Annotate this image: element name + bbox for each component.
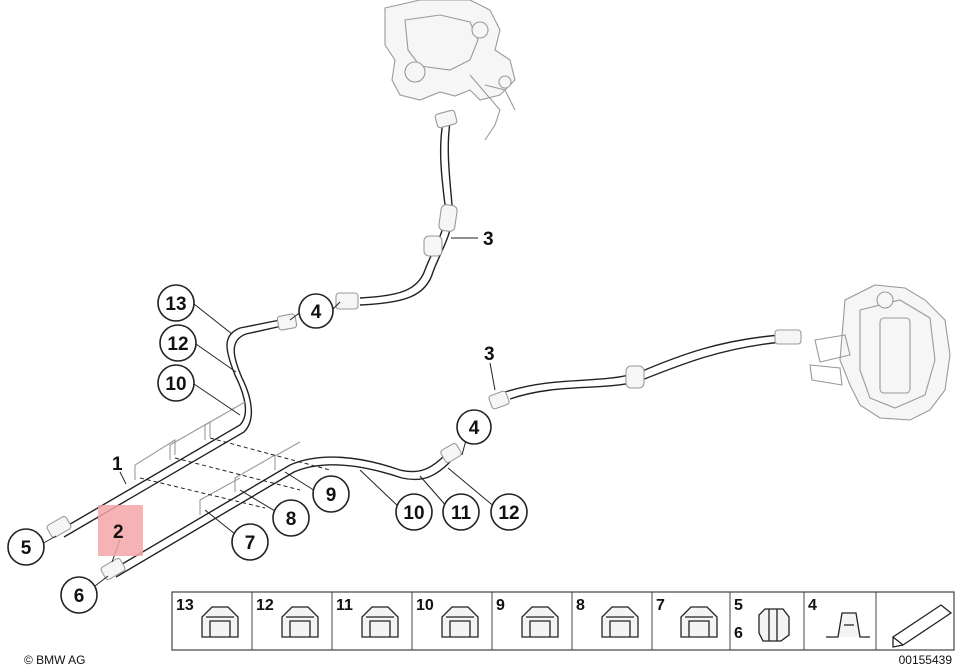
- svg-text:10: 10: [165, 374, 186, 395]
- svg-text:11: 11: [451, 503, 472, 524]
- callout-11[interactable]: 11: [442, 493, 480, 531]
- clip-icon-shape: [361, 606, 399, 638]
- clip-icon: [521, 606, 559, 638]
- parts-strip-cell-arrow[interactable]: [875, 592, 953, 650]
- union-nut-6: [100, 557, 126, 581]
- arrow-icon: [891, 604, 953, 648]
- svg-text:9: 9: [326, 485, 337, 506]
- right-brake-hose: [488, 329, 802, 410]
- svg-text:7: 7: [245, 533, 256, 554]
- parts-strip-number: 12: [256, 597, 274, 614]
- clip-icon: [361, 606, 399, 638]
- callout-8[interactable]: 8: [272, 499, 310, 537]
- parts-strip-number: 11: [336, 597, 353, 614]
- clip-icon: [201, 606, 239, 638]
- parts-strip-cell-8[interactable]: 8: [571, 592, 639, 650]
- callout-12-lower[interactable]: 12: [490, 493, 528, 531]
- clip-icon: [601, 606, 639, 638]
- parts-strip-number: 5: [734, 597, 743, 614]
- svg-text:12: 12: [167, 334, 188, 355]
- svg-text:8: 8: [286, 509, 297, 530]
- parts-strip-cell-13[interactable]: 13: [176, 597, 239, 638]
- svg-text:10: 10: [403, 503, 424, 524]
- clip-icon-shape: [281, 606, 319, 638]
- callout-10[interactable]: 10: [157, 364, 195, 402]
- parts-strip-number: 8: [576, 597, 585, 614]
- svg-text:6: 6: [74, 586, 85, 607]
- svg-text:12: 12: [498, 503, 519, 524]
- parts-strip-number: 9: [496, 597, 505, 614]
- parts-strip-cell-10[interactable]: 10: [411, 592, 479, 650]
- label-3-right: 3: [484, 344, 495, 365]
- parts-strip-cell-5[interactable]: 56: [729, 592, 790, 650]
- parts-strip-cell-9[interactable]: 9: [491, 592, 559, 650]
- clip-icon-shape: [680, 606, 718, 638]
- parts-strip-cell-11[interactable]: 11: [331, 592, 399, 650]
- svg-text:13: 13: [165, 294, 186, 315]
- parts-strip-number: 7: [656, 597, 665, 614]
- copyright-text: © BMW AG: [24, 653, 86, 667]
- upper-brake-hose: [335, 109, 458, 310]
- label-1: 1: [112, 454, 123, 475]
- callout-13[interactable]: 13: [157, 284, 195, 322]
- union-nut-icon: [758, 608, 790, 642]
- right-caliper-illustration: [809, 284, 951, 421]
- upper-caliper-illustration: [384, 0, 516, 141]
- union-nut-icon-shape: [758, 608, 790, 642]
- clip-icon-shape: [201, 606, 239, 638]
- callout-4-right[interactable]: 4: [456, 409, 492, 445]
- union-nut-5: [46, 515, 72, 539]
- clip-icon-shape: [601, 606, 639, 638]
- clip-icon-shape: [521, 606, 559, 638]
- clip-icon: [281, 606, 319, 638]
- bracket-icon-shape: [826, 612, 870, 638]
- parts-strip-cell-7[interactable]: 7: [651, 592, 718, 650]
- pipe-clips: [134, 401, 331, 515]
- parts-strip-number: 4: [808, 597, 817, 614]
- parts-strip-number: 13: [176, 597, 194, 614]
- part-2-highlight: [98, 505, 143, 556]
- parts-strip-number: 10: [416, 597, 434, 614]
- parts-strip-cell-12[interactable]: 12: [251, 592, 319, 650]
- clip-icon-shape: [441, 606, 479, 638]
- callout-4-upper[interactable]: 4: [298, 293, 334, 329]
- clip-icon: [680, 606, 718, 638]
- callout-7[interactable]: 7: [231, 523, 269, 561]
- diagram-code: 00155439: [899, 653, 953, 667]
- label-2: 2: [113, 522, 124, 543]
- callout-5[interactable]: 5: [7, 528, 45, 566]
- svg-text:4: 4: [469, 418, 480, 439]
- svg-text:5: 5: [21, 538, 32, 559]
- callout-9[interactable]: 9: [312, 475, 350, 513]
- bracket-icon: [826, 612, 870, 638]
- arrow-icon-shape: [891, 604, 953, 648]
- svg-text:4: 4: [311, 302, 322, 323]
- callout-10-lower[interactable]: 10: [395, 493, 433, 531]
- clip-icon: [441, 606, 479, 638]
- parts-strip-number: 6: [734, 625, 743, 642]
- callout-12[interactable]: 12: [159, 324, 197, 362]
- brake-pipe-2: [111, 442, 462, 578]
- parts-strip-cell-4[interactable]: 4: [803, 592, 870, 650]
- label-3-upper: 3: [483, 229, 494, 250]
- callout-6[interactable]: 6: [60, 576, 98, 614]
